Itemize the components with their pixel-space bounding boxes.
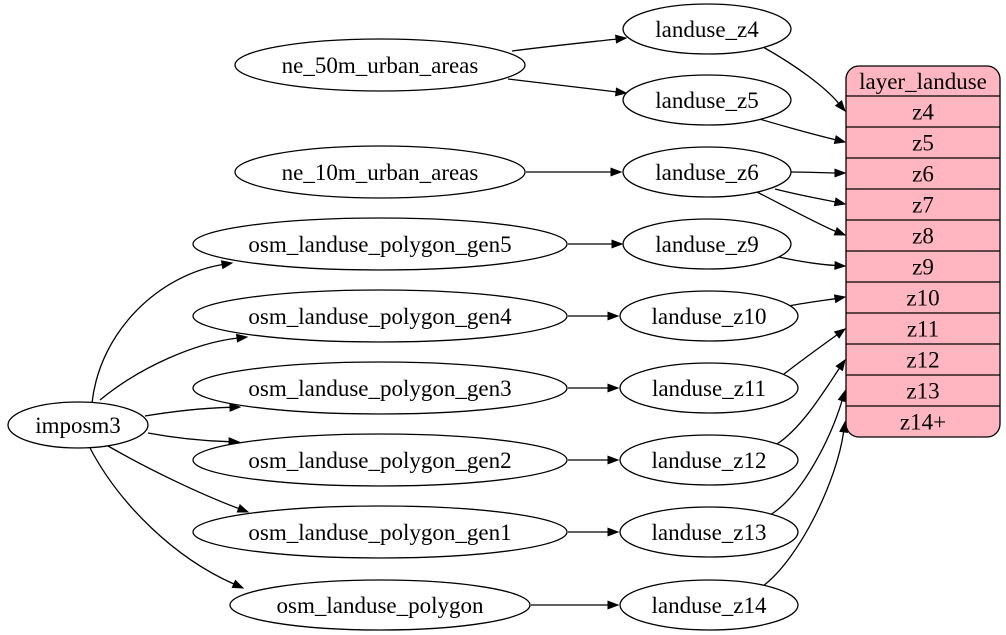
- edge-landuse_z14-to-layer_landuse:z14+: [762, 431, 845, 587]
- node-ne_10m_urban_areas-label: ne_10m_urban_areas: [282, 160, 479, 185]
- arrowhead-landuse_z5-to-layer_landuse:z5: [833, 135, 847, 144]
- node-landuse_z11-label: landuse_z11: [652, 376, 766, 401]
- arrowhead-imposm3-to-osm_landuse_polygon_gen1: [236, 504, 250, 513]
- arrowhead-imposm3-to-osm_landuse_polygon_gen4: [236, 333, 249, 343]
- edge-landuse_z13-to-layer_landuse:z13: [769, 400, 843, 516]
- node-imposm3-shape: [7, 401, 149, 449]
- node-landuse_z11-shape: [619, 362, 799, 414]
- edge-imposm3-to-osm_landuse_polygon_gen5: [91, 263, 223, 404]
- node-landuse_z9-shape: [622, 218, 792, 270]
- table-row-z9: z9: [912, 255, 934, 280]
- arrowhead-imposm3-to-osm_landuse_polygon: [231, 579, 245, 589]
- table-row-z10: z10: [906, 286, 939, 311]
- arrowhead-landuse_z12-to-layer_landuse:z12: [835, 358, 846, 372]
- edge-landuse_z6-to-layer_landuse:z7: [774, 188, 836, 203]
- arrowhead-osm_landuse_polygon_gen2-to-landuse_z12: [607, 455, 620, 465]
- table-row-z11: z11: [907, 317, 939, 342]
- edge-imposm3-to-osm_landuse_polygon: [89, 447, 235, 585]
- arrowhead-ne_50m_urban_areas-to-landuse_z5: [615, 87, 628, 97]
- table-row-z6: z6: [912, 162, 934, 187]
- arrowhead-osm_landuse_polygon_gen1-to-landuse_z13: [607, 527, 620, 537]
- table-header: layer_landuse: [859, 69, 987, 94]
- arrowhead-landuse_z9-to-layer_landuse:z9: [834, 260, 847, 270]
- node-landuse_z10-label: landuse_z10: [652, 304, 767, 329]
- edge-imposm3-to-osm_landuse_polygon_gen3: [144, 406, 231, 417]
- arrowhead-osm_landuse_polygon_gen3-to-landuse_z11: [607, 383, 620, 393]
- node-landuse_z12-shape: [619, 434, 799, 486]
- node-osm_landuse_polygon-label: osm_landuse_polygon: [277, 593, 484, 618]
- node-landuse_z9-label: landuse_z9: [655, 232, 758, 257]
- node-ne_50m_urban_areas-label: ne_50m_urban_areas: [282, 53, 479, 78]
- node-landuse_z6-label: landuse_z6: [655, 160, 758, 185]
- edge-landuse_z6-to-layer_landuse:z6: [790, 171, 836, 174]
- node-imposm3-label: imposm3: [35, 413, 121, 438]
- arrowhead-landuse_z10-to-layer_landuse:z10: [833, 294, 847, 304]
- node-osm_landuse_polygon_gen2-label: osm_landuse_polygon_gen2: [248, 448, 511, 473]
- node-osm_landuse_polygon_gen5-shape: [192, 217, 568, 271]
- table-row-z14+: z14+: [900, 410, 946, 435]
- arrowhead-osm_landuse_polygon_gen5-to-landuse_z9: [611, 239, 624, 249]
- edge-landuse_z9-to-layer_landuse:z9: [778, 256, 836, 267]
- node-ne_10m_urban_areas-shape: [234, 145, 526, 199]
- edge-landuse_z4-to-layer_landuse:z4: [762, 46, 840, 104]
- node-landuse_z13-shape: [619, 506, 799, 558]
- table-row-z8: z8: [912, 224, 934, 249]
- edge-landuse_z10-to-layer_landuse:z10: [788, 298, 836, 307]
- node-osm_landuse_polygon-shape: [229, 579, 531, 631]
- arrowhead-landuse_z13-to-layer_landuse:z13: [837, 389, 847, 403]
- edge-landuse_z12-to-layer_landuse:z12: [776, 367, 840, 445]
- node-osm_landuse_polygon_gen1-label: osm_landuse_polygon_gen1: [248, 520, 511, 545]
- arrowhead-landuse_z11-to-layer_landuse:z11: [833, 328, 847, 339]
- node-osm_landuse_polygon_gen4-label: osm_landuse_polygon_gen4: [248, 304, 512, 329]
- node-landuse_z10-shape: [619, 290, 799, 342]
- arrowhead-imposm3-to-osm_landuse_polygon_gen5: [220, 260, 234, 270]
- node-landuse_z12-label: landuse_z12: [652, 448, 767, 473]
- node-osm_landuse_polygon_gen2-shape: [192, 433, 568, 487]
- node-landuse_z5-shape: [622, 74, 792, 126]
- node-landuse_z4-shape: [622, 3, 792, 55]
- table-row-z7: z7: [912, 193, 934, 218]
- arrowhead-ne_10m_urban_areas-to-landuse_z6: [610, 167, 623, 177]
- node-landuse_z13-label: landuse_z13: [652, 520, 767, 545]
- arrowhead-landuse_z6-to-layer_landuse:z8: [833, 226, 847, 236]
- edge-imposm3-to-osm_landuse_polygon_gen1: [107, 445, 239, 510]
- node-osm_landuse_polygon_gen3-shape: [192, 361, 568, 415]
- node-osm_landuse_polygon_gen4-shape: [192, 289, 568, 343]
- table-row-z12: z12: [906, 348, 939, 373]
- node-landuse_z4-label: landuse_z4: [655, 17, 759, 42]
- table-row-z5: z5: [912, 131, 934, 156]
- node-osm_landuse_polygon_gen3-label: osm_landuse_polygon_gen3: [248, 376, 511, 401]
- node-osm_landuse_polygon_gen1-shape: [192, 505, 568, 559]
- edge-landuse_z6-to-layer_landuse:z8: [756, 191, 836, 233]
- edge-landuse_z5-to-layer_landuse:z5: [755, 117, 836, 141]
- arrowhead-osm_landuse_polygon-to-landuse_z14: [607, 600, 620, 610]
- arrowhead-landuse_z6-to-layer_landuse:z7: [833, 197, 847, 207]
- arrowhead-ne_50m_urban_areas-to-landuse_z4: [615, 34, 628, 44]
- table-row-z13: z13: [906, 379, 939, 404]
- node-osm_landuse_polygon_gen5-label: osm_landuse_polygon_gen5: [248, 232, 511, 257]
- table-row-z4: z4: [912, 100, 934, 125]
- node-landuse_z5-label: landuse_z5: [655, 88, 758, 113]
- edge-landuse_z11-to-layer_landuse:z11: [783, 334, 838, 375]
- node-landuse_z14-shape: [619, 579, 799, 631]
- edge-imposm3-to-osm_landuse_polygon_gen4: [99, 337, 238, 401]
- arrowhead-landuse_z6-to-layer_landuse:z6: [834, 168, 847, 178]
- edge-imposm3-to-osm_landuse_polygon_gen2: [147, 432, 230, 443]
- node-landuse_z14-label: landuse_z14: [652, 593, 767, 618]
- arrowhead-imposm3-to-osm_landuse_polygon_gen3: [229, 402, 242, 412]
- arrowhead-landuse_z4-to-layer_landuse:z4: [834, 100, 846, 113]
- node-landuse_z6-shape: [622, 146, 792, 198]
- node-ne_50m_urban_areas-shape: [234, 38, 526, 92]
- edge-ne_50m_urban_areas-to-landuse_z5: [507, 78, 617, 93]
- arrowhead-osm_landuse_polygon_gen4-to-landuse_z10: [607, 311, 620, 321]
- edge-ne_50m_urban_areas-to-landuse_z4: [511, 38, 617, 52]
